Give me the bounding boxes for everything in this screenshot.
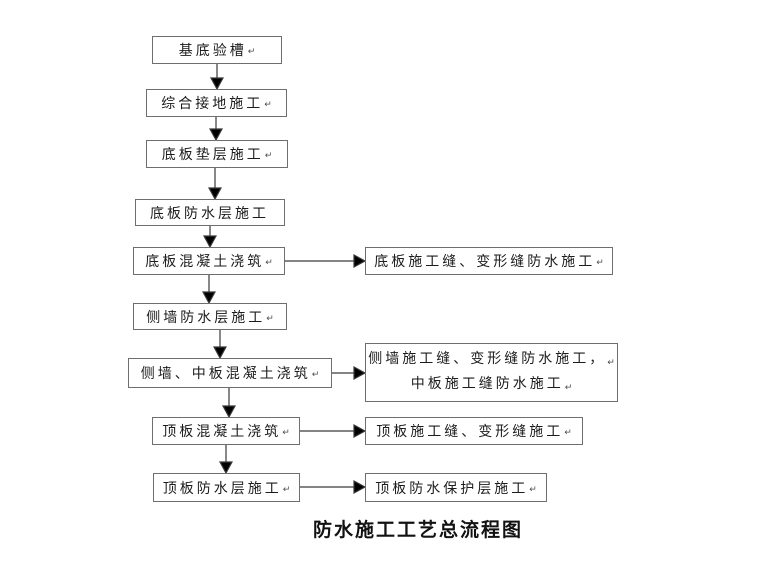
flow-step-label: 侧墙、中板混凝土浇筑 bbox=[140, 367, 311, 382]
flow-step-label: 综合接地施工 bbox=[161, 97, 264, 112]
return-mark-icon: ↵ bbox=[282, 484, 291, 495]
return-mark-icon: ↵ bbox=[264, 100, 272, 110]
return-mark-icon: ↵ bbox=[564, 383, 573, 393]
flow-step-label: 顶板防水层施工 bbox=[162, 481, 282, 497]
flow-step-grounding-construction: 综合接地施工↵ bbox=[146, 89, 287, 117]
flow-branch-label: 侧墙施工缝、变形缝防水施工， bbox=[368, 352, 607, 367]
flow-step-label: 底板垫层施工 bbox=[161, 148, 264, 163]
flow-branch-line: 侧墙施工缝、变形缝防水施工，↵ bbox=[368, 348, 615, 373]
return-mark-icon: ↵ bbox=[265, 258, 273, 268]
flow-step-label: 顶板混凝土浇筑 bbox=[162, 425, 282, 440]
flow-step-baseplate-concrete-pouring: 底板混凝土浇筑↵ bbox=[133, 247, 285, 275]
flow-step-baseplate-waterproof-layer: 底板防水层施工 bbox=[135, 199, 285, 226]
flow-branch-label: 顶板施工缝、变形缝施工 bbox=[376, 425, 564, 440]
branch-head-4 bbox=[353, 479, 367, 495]
flow-step-sidewall-midplate-concrete: 侧墙、中板混凝土浇筑↵ bbox=[128, 358, 332, 388]
flow-branch-sidewall-midplate-joints-waterproof: 侧墙施工缝、变形缝防水施工，↵ 中板施工缝防水施工↵ bbox=[365, 343, 618, 402]
flow-branch-line: 中板施工缝防水施工↵ bbox=[411, 373, 573, 398]
arrow-head-6 bbox=[212, 346, 228, 360]
return-mark-icon: ↵ bbox=[564, 428, 572, 438]
arrow-head-8 bbox=[218, 461, 234, 475]
flow-branch-baseplate-joints-waterproof: 底板施工缝、变形缝防水施工↵ bbox=[365, 247, 613, 275]
arrow-head-1 bbox=[209, 77, 225, 91]
flow-step-sidewall-waterproof-layer: 侧墙防水层施工↵ bbox=[133, 303, 287, 330]
return-mark-icon: ↵ bbox=[264, 151, 273, 161]
arrow-head-7 bbox=[221, 405, 237, 419]
return-mark-icon: ↵ bbox=[247, 47, 256, 57]
branch-head-1 bbox=[353, 253, 367, 269]
return-mark-icon: ↵ bbox=[529, 484, 537, 495]
diagram-title: 防水施工工艺总流程图 bbox=[312, 520, 524, 541]
flow-step-label: 底板混凝土浇筑 bbox=[145, 255, 265, 270]
flow-branch-label: 底板施工缝、变形缝防水施工 bbox=[374, 255, 596, 270]
branch-head-2 bbox=[353, 365, 367, 381]
flow-step-roofplate-concrete-pouring: 顶板混凝土浇筑↵ bbox=[152, 417, 300, 445]
arrow-head-4 bbox=[202, 235, 218, 249]
flow-branch-roofplate-joints: 顶板施工缝、变形缝施工↵ bbox=[365, 417, 583, 445]
flow-step-baseplate-cushion: 底板垫层施工↵ bbox=[146, 140, 288, 168]
return-mark-icon: ↵ bbox=[282, 428, 290, 438]
flow-step-roofplate-waterproof-layer: 顶板防水层施工↵ bbox=[153, 473, 300, 502]
flow-branch-label: 中板施工缝防水施工 bbox=[410, 377, 564, 392]
arrow-head-3 bbox=[207, 187, 223, 201]
flow-step-base-trench-inspection: 基底验槽↵ bbox=[152, 36, 282, 64]
return-mark-icon: ↵ bbox=[607, 358, 615, 368]
return-mark-icon: ↵ bbox=[311, 370, 320, 380]
flow-step-label: 侧墙防水层施工 bbox=[146, 310, 266, 326]
flow-branch-label: 顶板防水保护层施工 bbox=[375, 481, 529, 497]
flow-step-label: 底板防水层施工 bbox=[150, 206, 269, 222]
branch-head-3 bbox=[353, 423, 367, 439]
return-mark-icon: ↵ bbox=[596, 258, 604, 268]
flow-step-label: 基底验槽 bbox=[178, 44, 247, 59]
flow-branch-roofplate-protection-layer: 顶板防水保护层施工↵ bbox=[365, 473, 547, 502]
arrow-head-5 bbox=[201, 291, 217, 305]
arrow-head-2 bbox=[208, 128, 224, 142]
return-mark-icon: ↵ bbox=[266, 313, 274, 324]
